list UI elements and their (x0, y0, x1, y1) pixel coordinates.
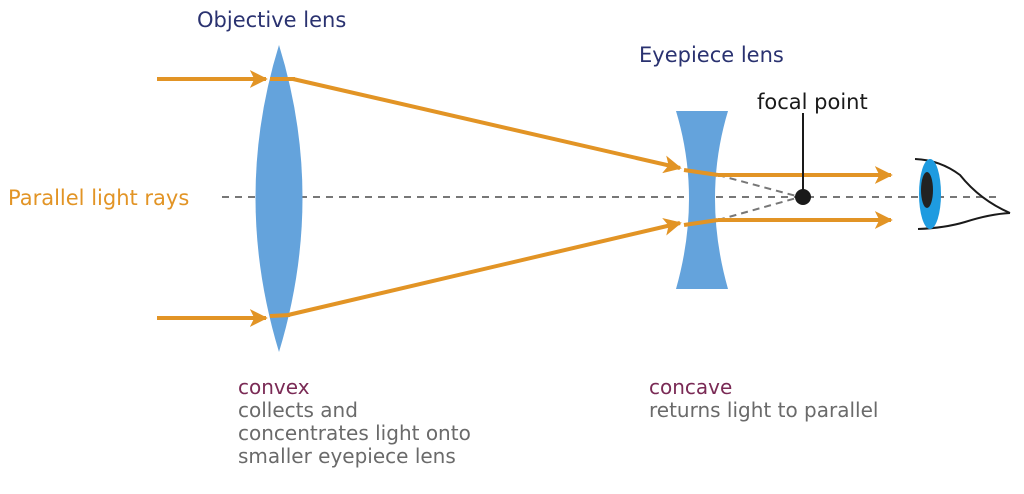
focal-point-label: focal point (757, 90, 868, 114)
ray-through-objective-bottom (269, 313, 291, 318)
objective-lens-label: Objective lens (197, 8, 347, 32)
virtual-ray-bottom (717, 196, 801, 221)
eye-icon (914, 158, 1011, 230)
eyepiece-type: concave (649, 375, 733, 399)
converging-ray-top (292, 77, 682, 174)
objective-description-line: concentrates light onto (238, 421, 471, 445)
focal-point-dot (795, 189, 811, 205)
objective-type: convex (238, 375, 310, 399)
ray-through-eyepiece-top (683, 168, 719, 177)
eyepiece-description-line: returns light to parallel (649, 398, 879, 422)
objective-caption: convex collects and concentrates light o… (238, 376, 471, 468)
parallel-rays-label: Parallel light rays (8, 186, 190, 210)
virtual-ray-top (717, 174, 801, 198)
objective-lens (255, 45, 303, 352)
ray-through-eyepiece-bottom (683, 218, 719, 227)
eyepiece-lens (676, 111, 728, 289)
eyepiece-lens-label: Eyepiece lens (639, 43, 784, 67)
objective-description-line: smaller eyepiece lens (238, 444, 456, 468)
converging-ray-bottom (287, 217, 682, 317)
eyepiece-caption: concave returns light to parallel (649, 376, 878, 422)
objective-description-line: collects and (238, 398, 358, 422)
